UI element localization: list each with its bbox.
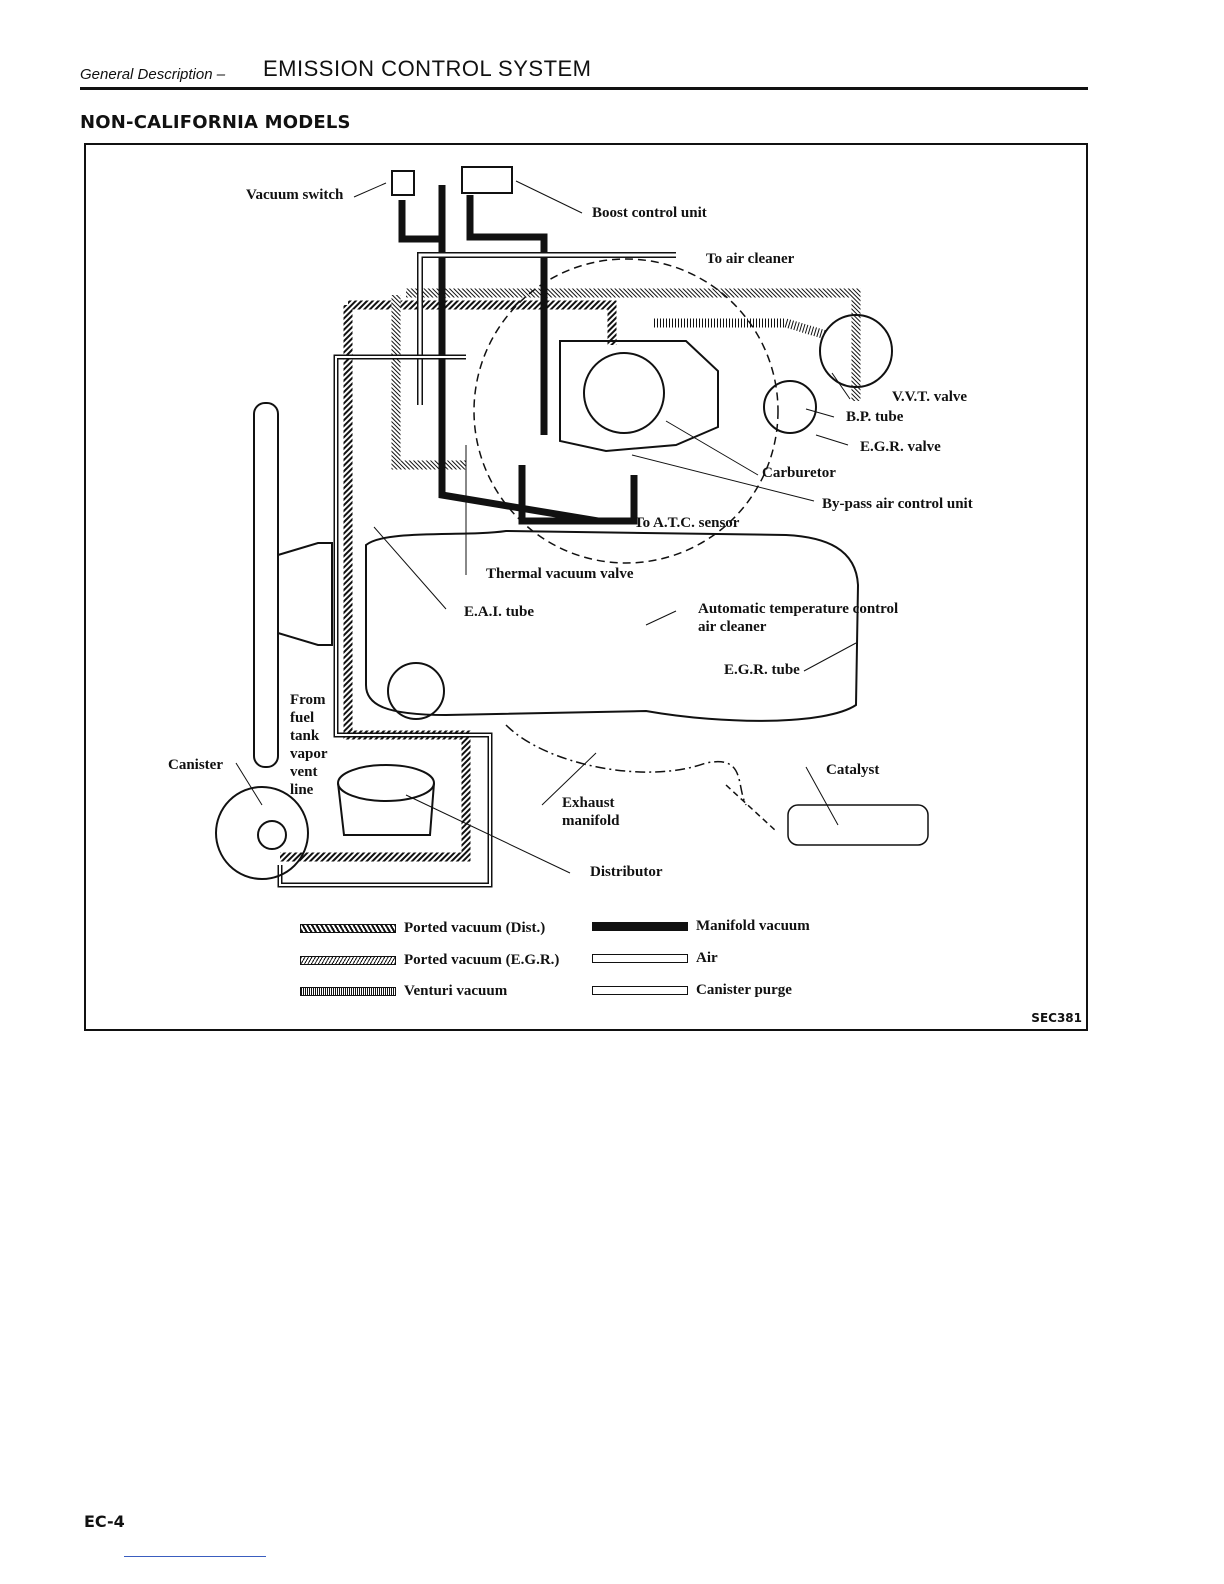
legend-label: Ported vacuum (E.G.R.)	[404, 952, 560, 968]
legend-item: Ported vacuum (Dist.)	[300, 920, 545, 937]
steering-column	[277, 542, 333, 646]
canister-purge-hose	[277, 354, 493, 888]
carburetor-bore	[583, 352, 665, 434]
vacuum-switch	[391, 170, 415, 196]
legend-swatch-manifold	[592, 922, 688, 931]
label-to-atc-sensor: To A.T.C. sensor	[634, 515, 740, 531]
label-thermal-vacuum-valve: Thermal vacuum valve	[486, 566, 634, 582]
air-hose	[417, 252, 676, 405]
engine-block	[365, 529, 860, 722]
exhaust-manifold	[505, 724, 747, 806]
air-cleaner	[473, 258, 779, 564]
legend-swatch-ported-dist	[300, 924, 396, 933]
exhaust-pipe	[725, 784, 777, 832]
label-boost-control-unit: Boost control unit	[592, 205, 707, 221]
crank-pulley	[387, 662, 445, 720]
legend-label: Ported vacuum (Dist.)	[404, 920, 546, 936]
legend-swatch-air	[592, 954, 688, 963]
canister-inner	[257, 820, 287, 850]
boost-control-unit	[461, 166, 513, 194]
subheading: NON-CALIFORNIA MODELS	[80, 112, 351, 133]
carburetor	[559, 340, 719, 453]
label-eai-tube: E.A.I. tube	[464, 604, 535, 620]
label-atc-air-cleaner: Automatic temperature control air cleane…	[698, 601, 899, 635]
legend-swatch-canister-purge	[592, 986, 688, 995]
legend-item: Canister purge	[592, 982, 792, 999]
legend-item: Manifold vacuum	[592, 918, 810, 935]
page-title: EMISSION CONTROL SYSTEM	[263, 56, 592, 81]
label-to-air-cleaner: To air cleaner	[706, 251, 795, 267]
distributor	[337, 764, 435, 802]
air-hose-inner	[418, 253, 676, 405]
label-vacuum-switch: Vacuum switch	[246, 187, 344, 203]
legend-item: Ported vacuum (E.G.R.)	[300, 952, 559, 969]
vvt-valve	[819, 314, 893, 388]
page-number: EC-4	[84, 1512, 125, 1531]
diagram-drawing	[215, 166, 929, 888]
ported-vacuum-dist-hose-2	[348, 300, 617, 345]
legend-label: Manifold vacuum	[696, 918, 810, 934]
legend-label: Air	[696, 950, 718, 966]
figure-code: SEC381	[1031, 1011, 1082, 1025]
label-canister: Canister	[168, 757, 223, 773]
label-bp-tube: B.P. tube	[846, 409, 904, 425]
label-egr-tube: E.G.R. tube	[724, 662, 800, 678]
legend-swatch-venturi	[300, 987, 396, 996]
legend-label: Venturi vacuum	[404, 983, 508, 999]
footer-rule	[124, 1556, 266, 1557]
label-exhaust-manifold: Exhaust manifold	[562, 795, 620, 829]
canister	[215, 786, 309, 880]
section-name: General Description –	[80, 66, 226, 83]
header-rule	[80, 87, 1088, 90]
venturi-vacuum-hose	[654, 318, 828, 340]
page-header: General Description – EMISSION CONTROL S…	[80, 52, 1088, 92]
label-egr-valve: E.G.R. valve	[860, 439, 941, 455]
steering-wheel	[253, 402, 279, 768]
manifold-vacuum-hose-4	[518, 465, 638, 525]
distributor-body	[337, 782, 435, 836]
label-carburetor: Carburetor	[762, 465, 836, 481]
canister-purge-hose-inner	[279, 356, 491, 886]
emission-diagram: Vacuum switch Boost control unit To air …	[84, 143, 1088, 1031]
legend-item: Air	[592, 950, 718, 967]
label-bypass-air-control-unit: By-pass air control unit	[822, 496, 973, 512]
legend: Ported vacuum (Dist.) Manifold vacuum Po…	[300, 918, 860, 1010]
ported-vacuum-egr-hose	[391, 295, 466, 470]
ported-vacuum-egr-hose-2	[406, 288, 861, 401]
label-fuel-vapor-line: From fuel tank vapor vent line	[290, 692, 328, 798]
label-distributor: Distributor	[590, 864, 663, 880]
legend-label: Canister purge	[696, 982, 792, 998]
egr-valve	[763, 380, 817, 434]
label-catalyst: Catalyst	[826, 762, 880, 778]
catalyst	[787, 804, 929, 846]
manifold-vacuum-hose-3	[466, 195, 548, 435]
legend-item: Venturi vacuum	[300, 983, 507, 1000]
label-vvt-valve: V.V.T. valve	[892, 389, 968, 405]
legend-swatch-ported-egr	[300, 956, 396, 965]
